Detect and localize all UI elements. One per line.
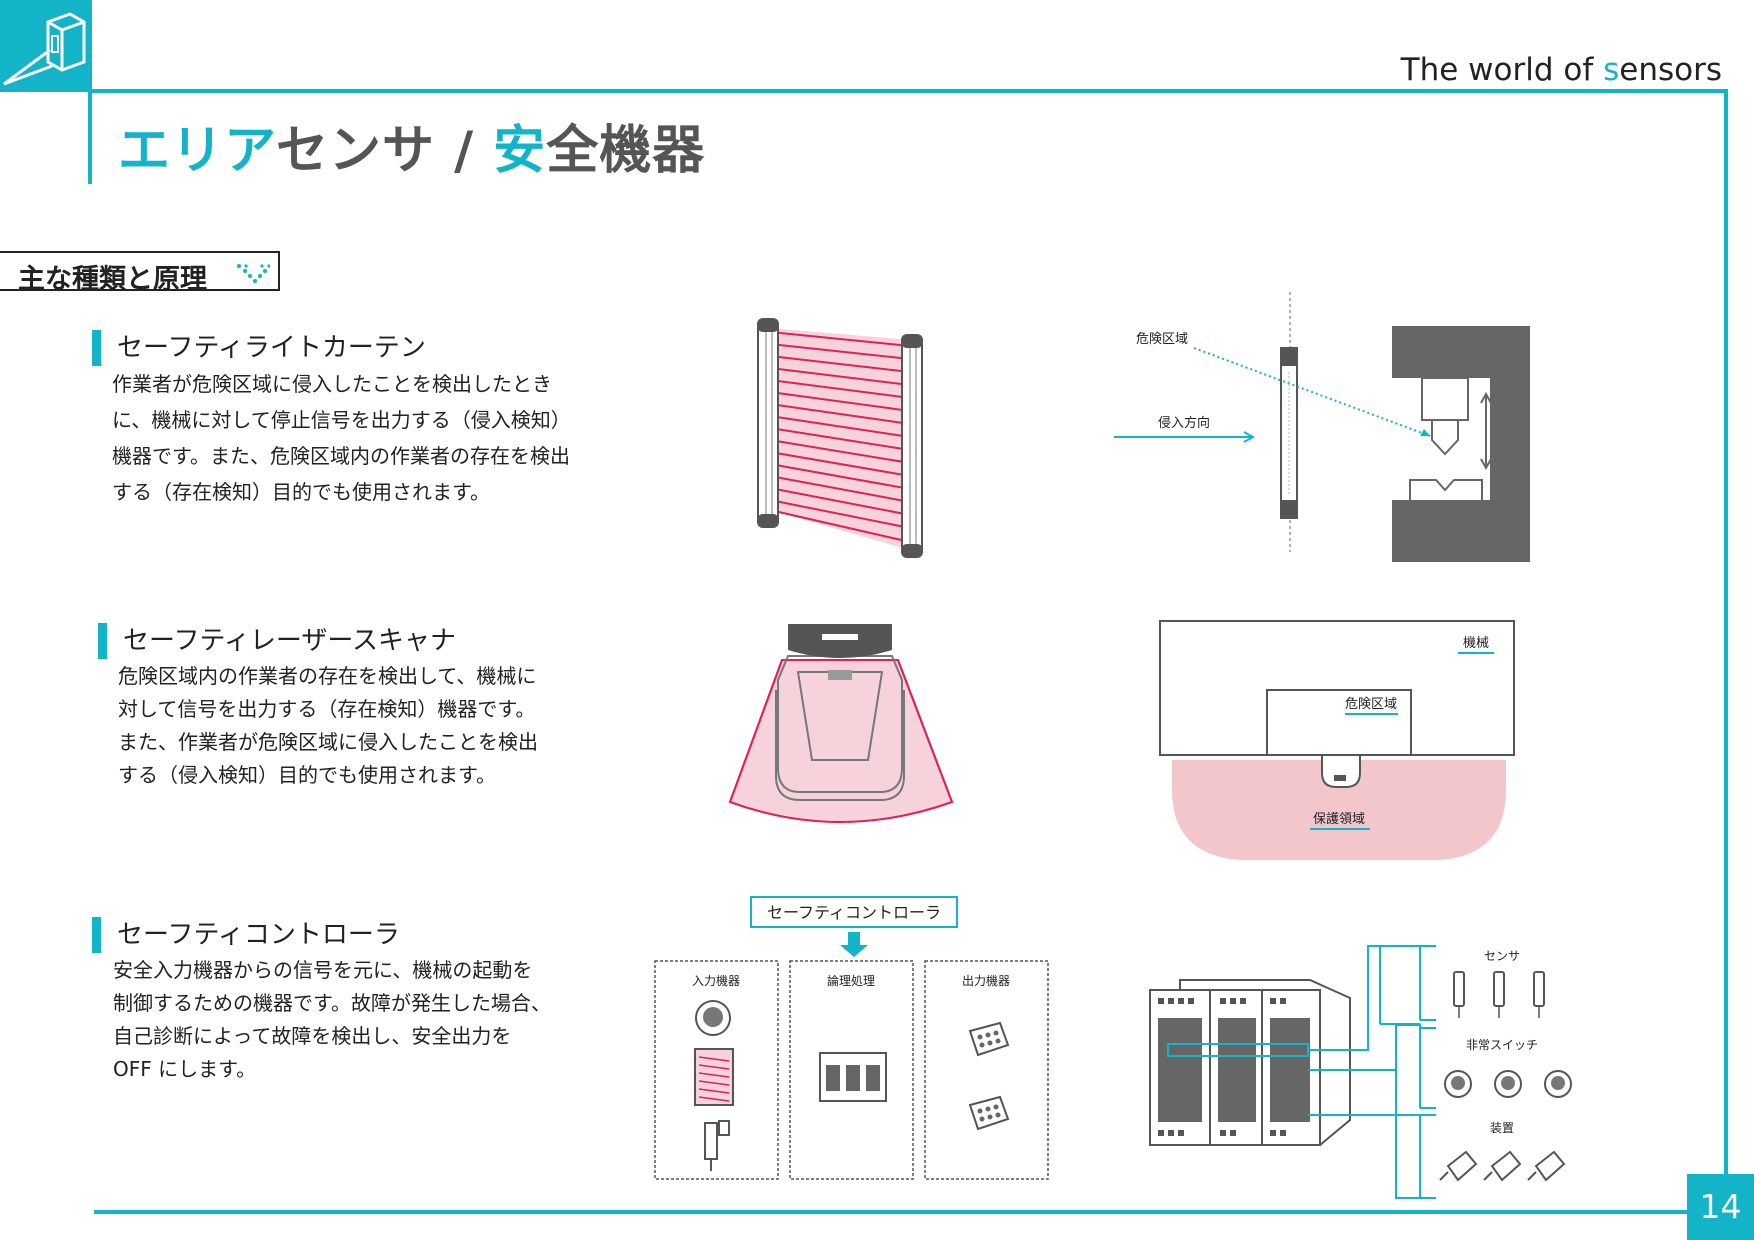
body-line: 危険区域内の作業者の存在を検出して、機械に bbox=[118, 664, 537, 688]
sensor-label: センサ bbox=[1484, 949, 1520, 963]
section-label-text: 主な種類と原理 bbox=[18, 264, 207, 295]
body-line: 安全入力機器からの信号を元に、機械の起動を bbox=[113, 958, 533, 982]
device-label: 装置 bbox=[1490, 1121, 1514, 1135]
input-devices-label: 入力機器 bbox=[692, 973, 740, 988]
body-line: 作業者が危険区域に侵入したことを検出したとき bbox=[112, 372, 552, 396]
body-line: に、機械に対して停止信号を出力する（侵入検知） bbox=[112, 408, 571, 432]
danger-zone-label: 危険区域 bbox=[1345, 697, 1397, 712]
safety-controller-flow-diagram: セーフティコントローラ 入力機器 論理処理 出力機器 bbox=[654, 896, 1049, 1180]
body-line: する（存在検知）目的でも使用されます。 bbox=[112, 480, 490, 504]
item-title-light-curtain: セーフティライトカーテン bbox=[92, 330, 426, 366]
emergency-switch-label: 非常スイッチ bbox=[1466, 1038, 1538, 1052]
chevron-down-icon bbox=[237, 264, 270, 283]
bottom-rule bbox=[94, 1210, 1694, 1214]
logic-processing-label: 論理処理 bbox=[827, 973, 875, 988]
title-accent-bar bbox=[88, 92, 92, 184]
body-line: OFF にします。 bbox=[113, 1057, 257, 1081]
controller-box-title: セーフティコントローラ bbox=[767, 903, 941, 922]
body-line: 自己診断によって故障を検出し、安全出力を bbox=[113, 1024, 512, 1048]
item-title-safety-controller: セーフティコントローラ bbox=[92, 917, 400, 953]
light-curtain-illustration bbox=[757, 318, 923, 558]
body-line: 対して信号を出力する（存在検知）機器です。 bbox=[118, 697, 536, 721]
entry-direction-label: 侵入方向 bbox=[1158, 415, 1210, 431]
item-body-safety-controller: 安全入力機器からの信号を元に、機械の起動を 制御するための機器です。故障が発生し… bbox=[113, 954, 551, 1086]
protection-zone-label: 保護領域 bbox=[1313, 811, 1365, 827]
laser-scanner-machine-diagram: 機械 危険区域 保護領域 bbox=[1159, 620, 1515, 860]
item-body-laser-scanner: 危険区域内の作業者の存在を検出して、機械に 対して信号を出力する（存在検知）機器… bbox=[118, 660, 538, 792]
laser-scanner-illustration bbox=[728, 624, 954, 823]
output-devices-label: 出力機器 bbox=[962, 973, 1010, 988]
right-rule bbox=[1724, 89, 1728, 1174]
brand-tagline: The world of sensors bbox=[1400, 52, 1722, 88]
danger-zone-label: 危険区域 bbox=[1136, 332, 1188, 347]
safety-controller-connection-diagram: センサ 非常スイッチ 装置 bbox=[1149, 945, 1572, 1199]
body-line: する（侵入検知）目的でも使用されます。 bbox=[118, 763, 496, 787]
body-line: また、作業者が危険区域に侵入したことを検出 bbox=[118, 730, 538, 754]
item-title-laser-scanner: セーフティレーザースキャナ bbox=[98, 623, 456, 659]
corner-logo-sensor-icon bbox=[0, 0, 92, 92]
light-curtain-press-diagram: 危険区域 侵入方向 bbox=[1114, 292, 1530, 562]
page-number: 14 bbox=[1687, 1174, 1754, 1240]
top-rule bbox=[90, 89, 1727, 93]
machine-label: 機械 bbox=[1463, 636, 1489, 651]
body-line: 機器です。また、危険区域内の作業者の存在を検出 bbox=[112, 444, 570, 468]
section-label: 主な種類と原理 bbox=[0, 251, 280, 295]
item-body-light-curtain: 作業者が危険区域に侵入したことを検出したとき に、機械に対して停止信号を出力する… bbox=[112, 366, 571, 510]
body-line: 制御するための機器です。故障が発生した場合、 bbox=[113, 991, 551, 1015]
page-title: エリアセンサ / 安全機器 bbox=[118, 121, 706, 181]
